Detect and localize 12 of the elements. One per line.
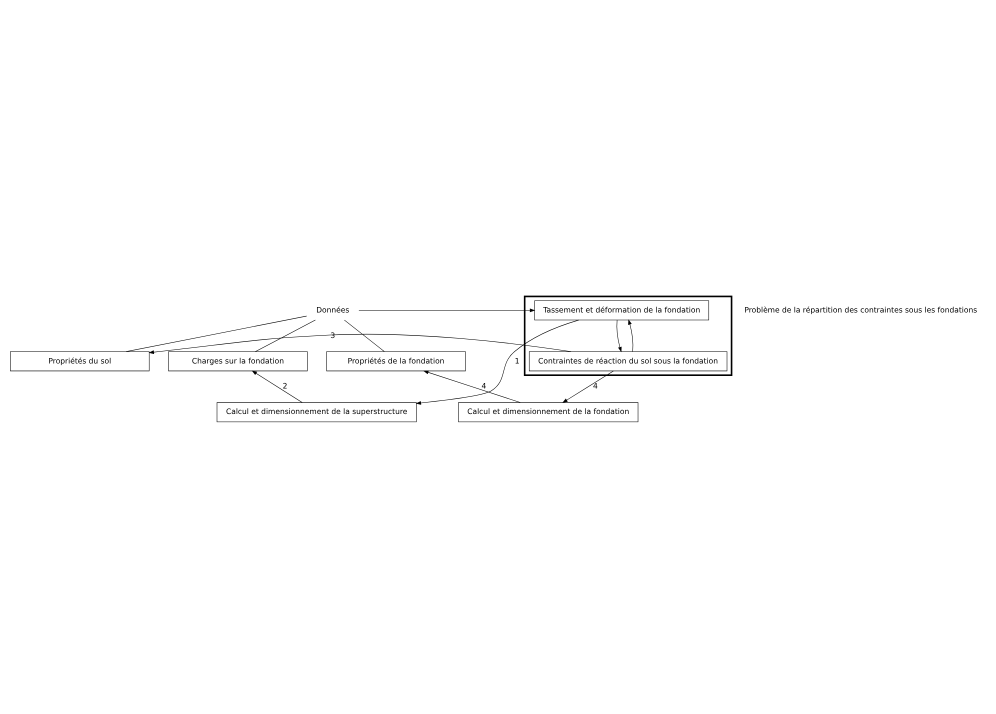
cluster (524, 296, 732, 376)
arrow (148, 334, 572, 354)
arrow (628, 319, 634, 352)
connector (255, 320, 316, 352)
arrow (616, 320, 622, 352)
connector (344, 320, 385, 352)
arrow (252, 370, 302, 403)
connector (126, 316, 307, 352)
arrow (358, 308, 536, 312)
arrow (562, 370, 614, 403)
arrow (416, 320, 580, 405)
arrow (423, 370, 521, 403)
